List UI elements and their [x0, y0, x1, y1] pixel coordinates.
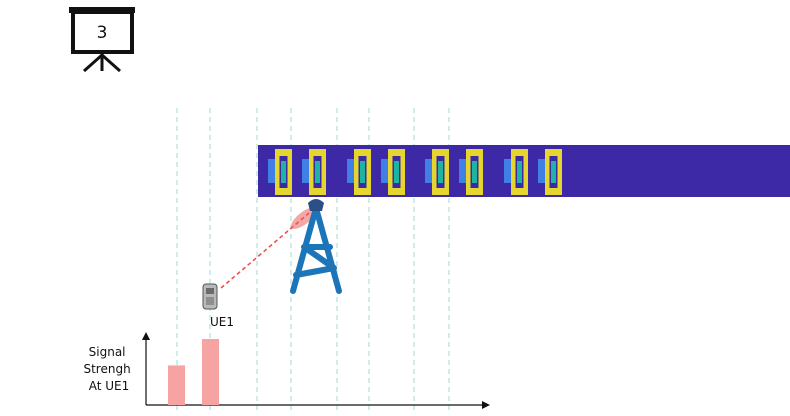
- ue-label: UE1: [210, 315, 234, 329]
- phone-keypad: [206, 297, 214, 305]
- slot-teal-pillar: [438, 161, 443, 183]
- top-band: [258, 145, 790, 197]
- slot-blue-pillar: [268, 159, 276, 183]
- chart-bar: [168, 365, 185, 405]
- band-slot: [504, 149, 528, 195]
- slot-blue-pillar: [459, 159, 467, 183]
- phone-body: [202, 283, 218, 310]
- slot-blue-pillar: [381, 159, 389, 183]
- slot-teal-pillar: [551, 161, 556, 183]
- band-slot: [425, 149, 449, 195]
- slot-blue-pillar: [302, 159, 310, 183]
- board-leg-left: [83, 53, 103, 73]
- chart-bar: [202, 339, 219, 405]
- presentation-board-icon: 3: [69, 7, 135, 73]
- slot-blue-pillar: [538, 159, 546, 183]
- chart-axes: [142, 332, 490, 409]
- y-label-line-1: Signal: [89, 345, 126, 359]
- band-slot: [347, 149, 371, 195]
- ue-tower-link: [220, 212, 310, 289]
- slot-teal-pillar: [315, 161, 320, 183]
- slot-blue-pillar: [347, 159, 355, 183]
- y-label-line-3: At UE1: [89, 379, 130, 393]
- slot-teal-pillar: [394, 161, 399, 183]
- tower-tip: [308, 199, 324, 211]
- x-axis-arrow: [482, 401, 490, 409]
- chart-bars: [168, 339, 219, 405]
- mobile-phone-icon: [202, 283, 218, 310]
- tower-structure: [290, 205, 342, 294]
- y-label-line-2: Strengh: [83, 362, 130, 376]
- chart-y-label: Signal Strengh At UE1: [83, 345, 134, 393]
- slot-teal-pillar: [360, 161, 365, 183]
- y-axis-arrow: [142, 332, 150, 340]
- slot-blue-pillar: [425, 159, 433, 183]
- band-slot: [459, 149, 483, 195]
- slot-blue-pillar: [504, 159, 512, 183]
- slot-teal-pillar: [472, 161, 477, 183]
- cell-tower-icon: [290, 199, 342, 294]
- slot-teal-pillar: [517, 161, 522, 183]
- band-slot: [538, 149, 562, 195]
- band-slot: [268, 149, 292, 195]
- phone-screen: [206, 288, 214, 294]
- board-leg-right: [101, 53, 121, 73]
- band-slot: [302, 149, 326, 195]
- board-panel: [71, 10, 134, 54]
- slot-teal-pillar: [281, 161, 286, 183]
- slide-number: 3: [97, 23, 108, 43]
- band-slot: [381, 149, 405, 195]
- band-slots: [268, 149, 562, 195]
